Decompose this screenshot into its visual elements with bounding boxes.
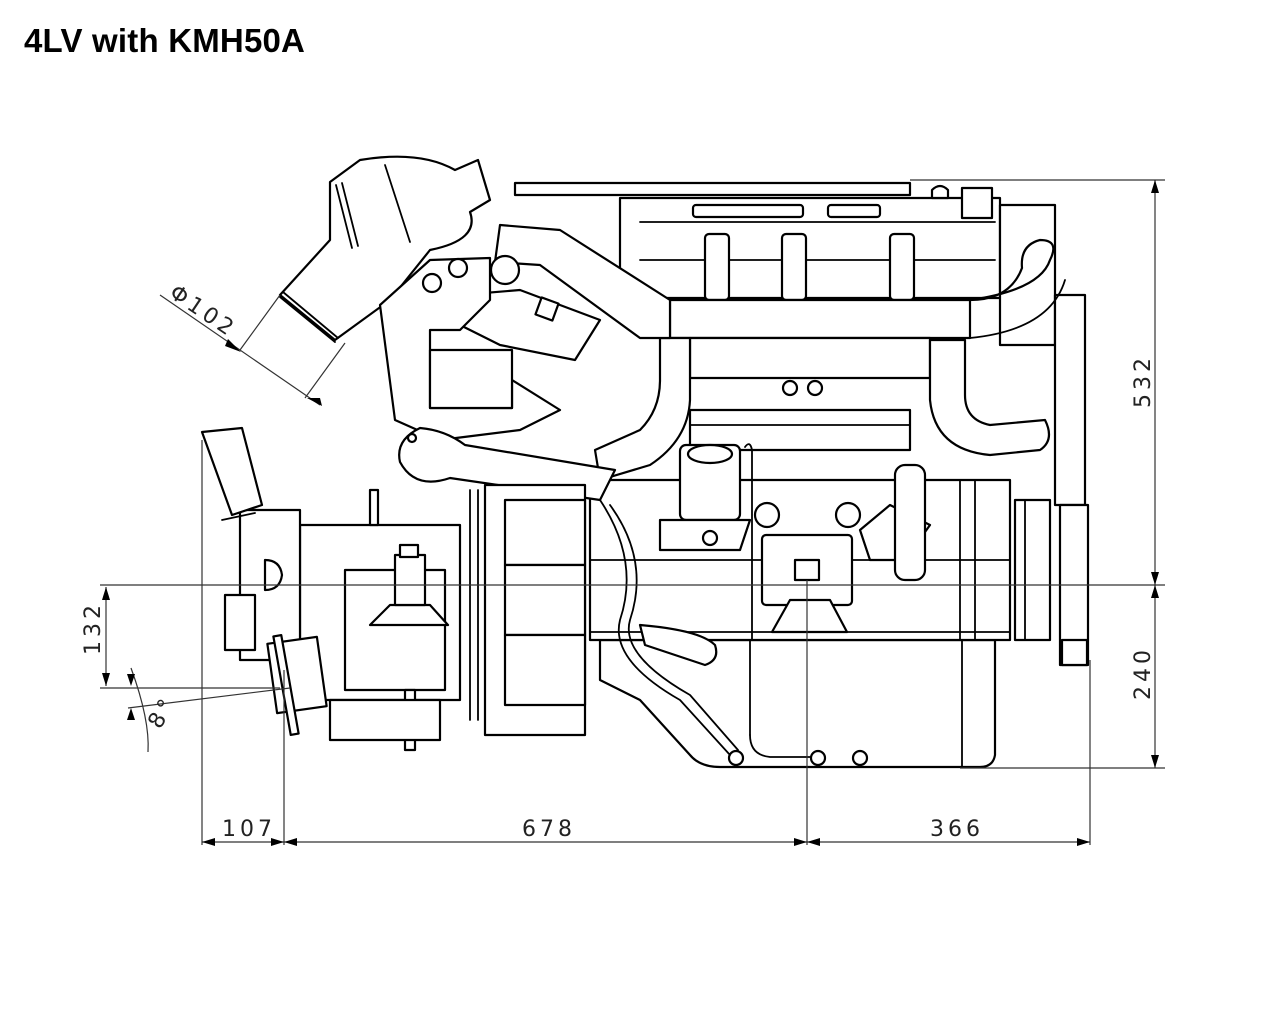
shift-lever — [200, 426, 264, 517]
dim-label-678: 678 — [522, 817, 576, 842]
dim-prop-offset: 132 — [81, 587, 110, 686]
dim-label-8deg: 8° — [144, 692, 182, 733]
dim-vertical-chain: 532 240 — [1131, 180, 1159, 768]
dim-label-phi102: Φ102 — [165, 280, 241, 343]
intake-elbow — [278, 155, 492, 342]
oil-pan — [598, 638, 997, 769]
dim-label-532: 532 — [1131, 354, 1156, 408]
dim-label-240: 240 — [1131, 646, 1156, 700]
manifold-tube — [668, 298, 972, 340]
reference-lines — [100, 179, 1165, 845]
lower-pipe — [398, 426, 617, 502]
dipstick — [744, 443, 753, 641]
dim-label-366: 366 — [930, 817, 984, 842]
engine-outline — [200, 155, 1090, 769]
dim-label-132: 132 — [81, 601, 106, 655]
drawing-title: 4LV with KMH50A — [24, 22, 306, 59]
dim-shaft-angle: 8° — [127, 667, 182, 753]
valve-cover — [513, 181, 912, 197]
dim-label-107: 107 — [222, 817, 276, 842]
dim-horizontal-chain: 107 678 366 — [202, 817, 1090, 846]
elbow-pipe — [593, 336, 692, 482]
front-pulley — [1013, 498, 1052, 642]
